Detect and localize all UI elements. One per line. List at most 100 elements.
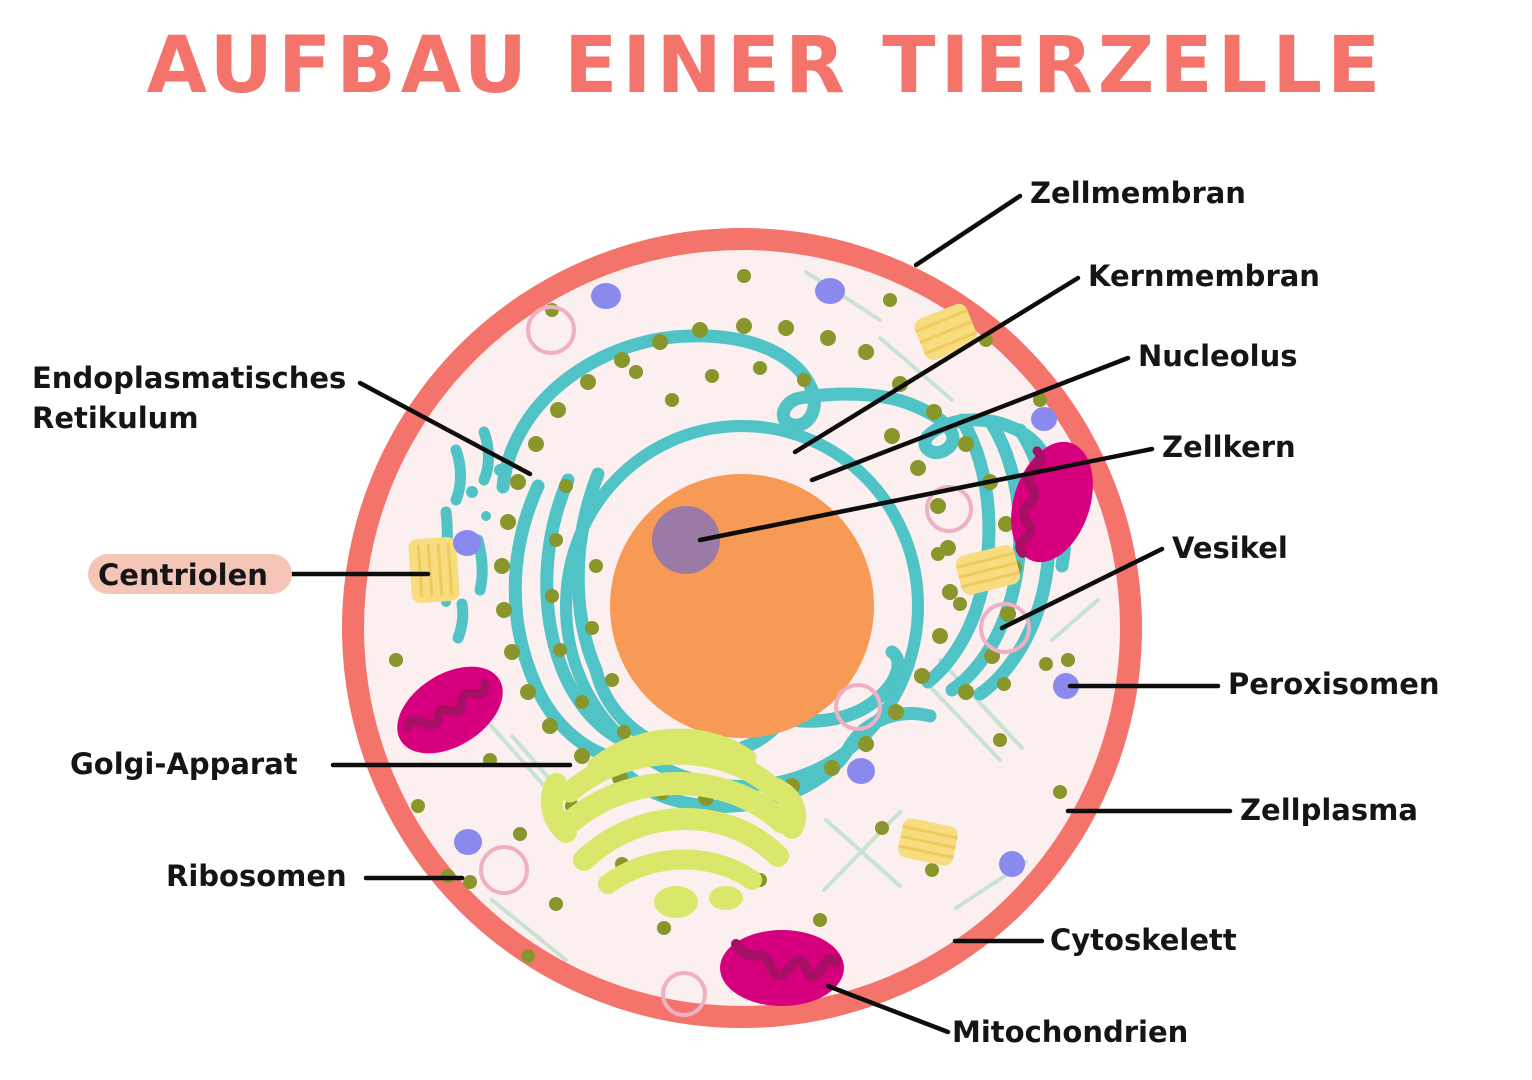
leader-vesikel (999, 546, 1165, 631)
golgi-apparatus (540, 728, 807, 894)
ribosome (389, 653, 403, 667)
mitochondrion (720, 930, 844, 1006)
ribosome (504, 644, 520, 660)
ribosome (411, 799, 425, 813)
peroxisome (999, 851, 1025, 877)
ribosome (858, 344, 874, 360)
peroxisome (591, 283, 621, 309)
cytoskeleton-filament (938, 658, 1024, 750)
er-tube (571, 467, 605, 677)
ribosome (1053, 785, 1067, 799)
ribosome (1061, 653, 1075, 667)
golgi-vesicle (654, 886, 698, 918)
golgi-cisterna (559, 743, 779, 803)
mitochondrion-cristae (731, 939, 841, 981)
vesicle (526, 305, 576, 355)
golgi-vesicle (709, 886, 743, 910)
er-tube (508, 479, 609, 761)
label-nucleolus: Nucleolus (1138, 339, 1298, 373)
centriole (898, 818, 958, 866)
ribosome (932, 628, 948, 644)
leader-zellmembran (913, 193, 1023, 268)
ribosome (753, 361, 767, 375)
golgi-cisterna (763, 777, 807, 839)
leader-er (357, 380, 533, 477)
vesicle-group (479, 305, 1031, 1017)
page-title: AUFBAU EINER TIERZELLE (147, 21, 1386, 111)
centriole-group (408, 303, 1021, 866)
centriole-striations (956, 551, 1020, 589)
ribosome (542, 718, 558, 734)
ribosome (657, 921, 671, 935)
leader-nucleolus (809, 355, 1131, 483)
ribosome (520, 684, 536, 700)
ribosome (521, 949, 535, 963)
vesicle (834, 683, 882, 731)
ribosome (705, 369, 719, 383)
vesicle (661, 971, 707, 1017)
label-ribosomen: Ribosomen (166, 859, 347, 893)
ribosome (914, 668, 930, 684)
ribosome (550, 402, 566, 418)
ribosome (589, 559, 603, 573)
peroxisome (815, 278, 845, 304)
ribosome (797, 373, 811, 387)
ribosome (559, 479, 573, 493)
ribosome (875, 821, 889, 835)
ribosome (820, 330, 836, 346)
peroxisome (454, 829, 482, 855)
ribosome (652, 334, 668, 350)
centriole-striations (898, 824, 958, 860)
ribosome (549, 533, 563, 547)
ribosome (931, 547, 945, 561)
ribosome (942, 584, 958, 600)
centriolen-highlight (88, 554, 292, 594)
ribosome (553, 643, 567, 657)
ribosome (574, 748, 590, 764)
peroxisome (847, 758, 875, 784)
golgi-vesicle-group (654, 886, 743, 918)
ribosome (580, 374, 596, 390)
label-centriolen: Centriolen (98, 558, 268, 592)
cytoskeleton-filament (490, 898, 568, 962)
ribosome (926, 404, 942, 420)
cytoskeleton-filament (824, 818, 902, 888)
leader-mitochondrien (825, 983, 951, 1035)
label-zellplasma: Zellplasma (1240, 793, 1418, 827)
label-er-line1: Endoplasmatisches (32, 361, 346, 395)
mitochondrion (397, 666, 503, 754)
nucleus-group (610, 474, 874, 738)
centriole-striations (914, 308, 978, 356)
ribosome (510, 474, 526, 490)
label-mitochondrien: Mitochondrien (952, 1015, 1188, 1049)
peroxisome (1031, 407, 1057, 431)
ribosome (665, 393, 679, 407)
golgi-cisterna (573, 808, 789, 871)
ribosome (958, 684, 974, 700)
centriole (955, 545, 1021, 595)
ribosome (605, 673, 619, 687)
ribosome (513, 827, 527, 841)
er-dot (466, 486, 478, 498)
ribosome (997, 677, 1011, 691)
ribosome (585, 621, 599, 635)
ribosome (496, 602, 512, 618)
ribosome (463, 875, 477, 889)
ribosome (888, 704, 904, 720)
smooth-er-fragment (452, 598, 469, 644)
ribosome (883, 293, 897, 307)
ribosome (629, 365, 643, 379)
ribosome (528, 436, 544, 452)
ribosome (614, 352, 630, 368)
vesicle (925, 485, 973, 533)
ribosome (736, 318, 752, 334)
ribosome (575, 695, 589, 709)
nucleolus (652, 506, 720, 574)
label-er-line2: Retikulum (32, 401, 199, 435)
ribosome (813, 913, 827, 927)
leader-line-group (287, 193, 1233, 1035)
ribosome (545, 589, 559, 603)
ribosome (778, 320, 794, 336)
ribosome (858, 736, 874, 752)
